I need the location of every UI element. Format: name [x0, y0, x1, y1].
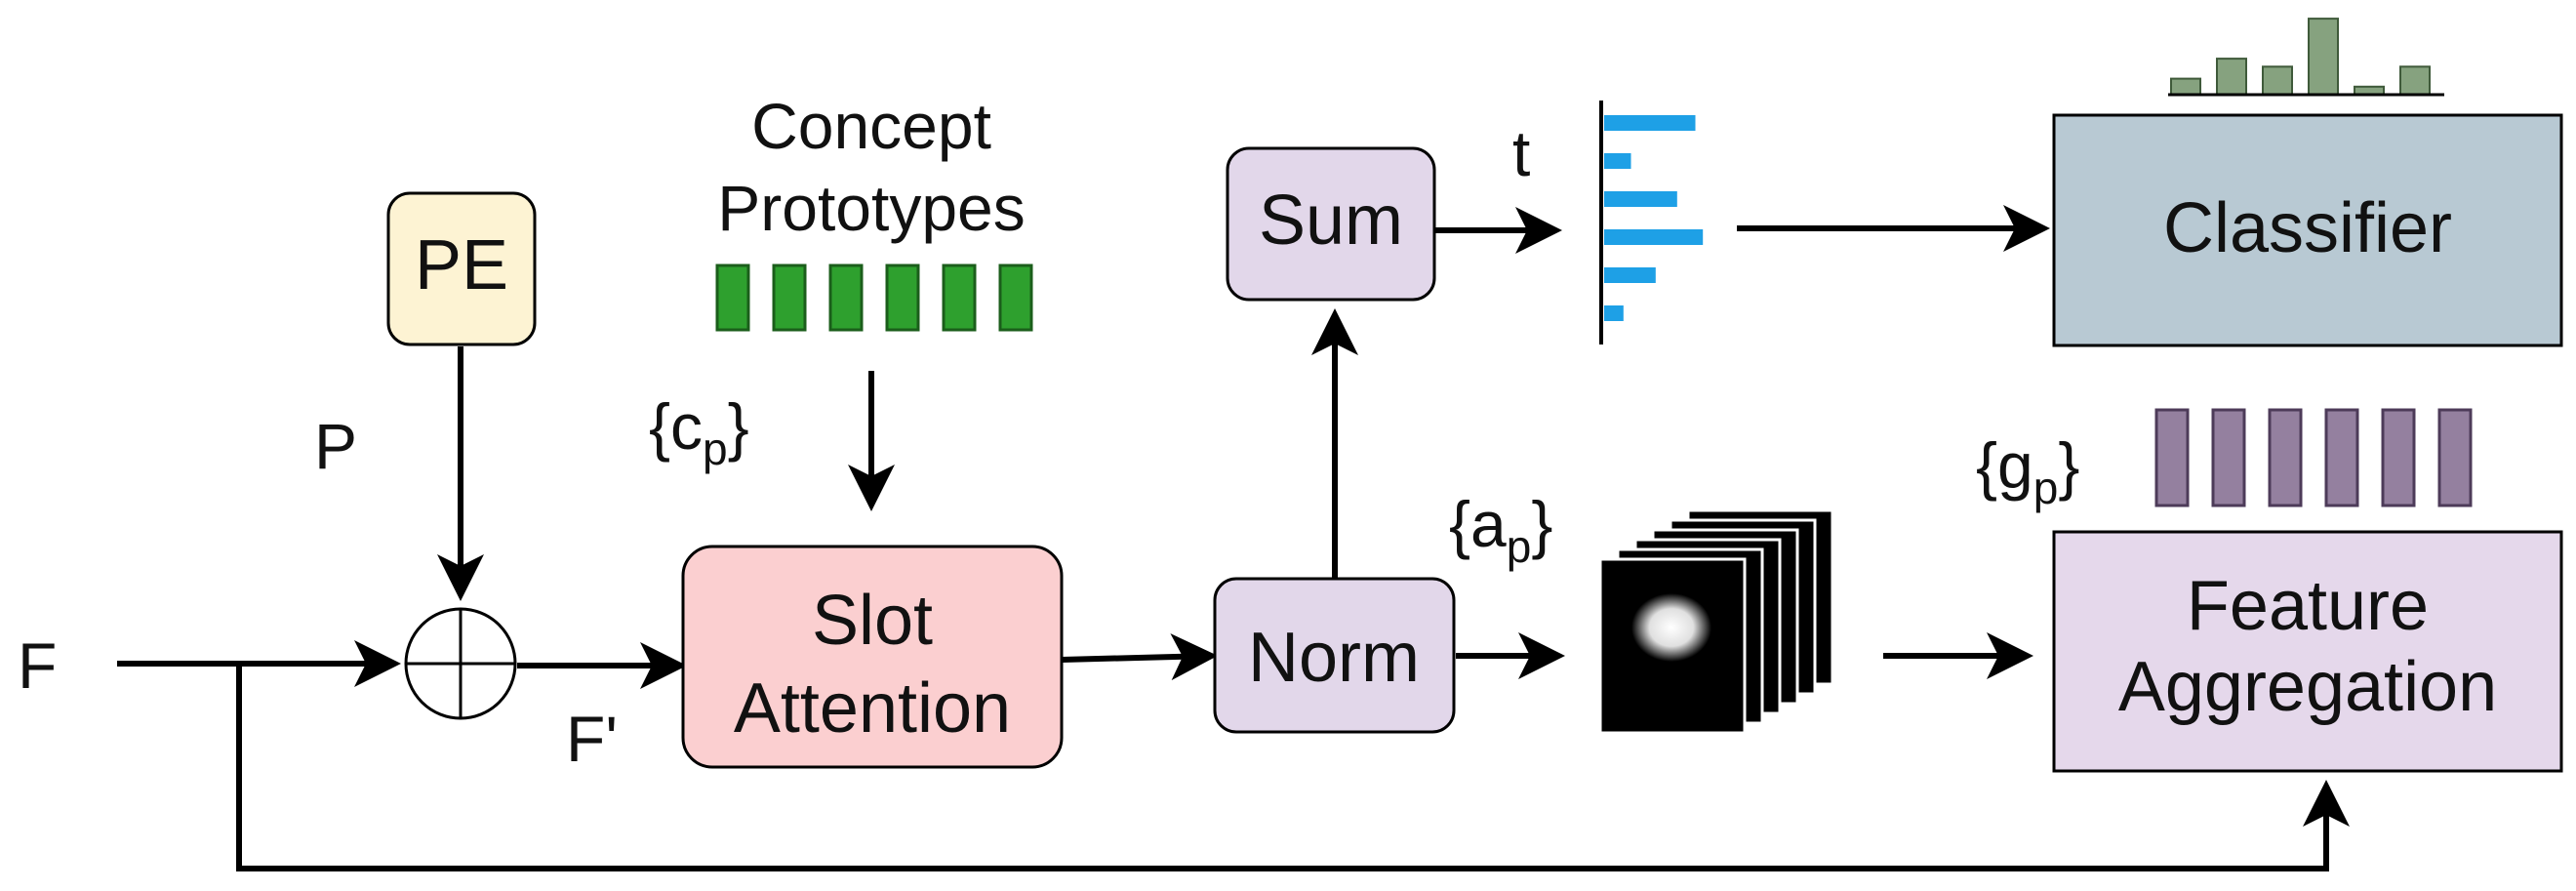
- slot-attention-line-2: Attention: [734, 669, 1011, 748]
- label-c-p: {cp}: [649, 390, 749, 474]
- norm-node: Norm: [1213, 577, 1456, 734]
- norm-label: Norm: [1248, 619, 1420, 697]
- score-bar: [1604, 191, 1677, 207]
- concept-prototype-block: [942, 263, 977, 332]
- score-bars: [1604, 115, 1704, 321]
- pe-node: PE: [386, 191, 537, 346]
- concept-prototype-block: [998, 263, 1033, 332]
- histogram-bar: [2216, 58, 2247, 96]
- arrow-skip-to-aggregation: [236, 664, 2350, 871]
- group-feature-block: [2211, 408, 2246, 507]
- classifier-node: Classifier: [2052, 113, 2563, 347]
- prediction-histogram: [2168, 18, 2444, 97]
- sum-node: Sum: [1226, 146, 1436, 302]
- label-g-p: {gp}: [1976, 429, 2079, 513]
- group-feature-block: [2437, 408, 2473, 507]
- attention-maps-stack: [1598, 508, 1834, 735]
- classifier-box: [2052, 113, 2563, 347]
- concept-prototype-block: [715, 263, 750, 332]
- attention-highlight: [1631, 593, 1711, 662]
- slot-attention-box: [681, 545, 1064, 769]
- group-feature-block: [2154, 408, 2190, 507]
- group-feature-blocks: [2154, 408, 2473, 507]
- arrow-slot-to-norm: [1061, 633, 1218, 681]
- pe-box: [386, 191, 537, 346]
- score-bar: [1604, 153, 1631, 169]
- histogram-bar: [2308, 18, 2339, 97]
- sum-box: [1226, 146, 1436, 302]
- sum-label: Sum: [1259, 182, 1403, 260]
- concept-prototype-block: [828, 263, 864, 332]
- group-feature-block: [2381, 408, 2416, 507]
- score-bar: [1604, 229, 1704, 245]
- feature-aggregation-line-2: Aggregation: [2118, 648, 2497, 726]
- feature-aggregation-node: Feature Aggregation: [2052, 530, 2563, 773]
- concept-prototype-blocks: [715, 263, 1033, 332]
- score-bar: [1604, 267, 1656, 283]
- slot-attention-node: Slot Attention: [681, 545, 1064, 769]
- concept-prototype-block: [885, 263, 920, 332]
- concept-prototypes-line-2: Prototypes: [717, 172, 1026, 244]
- score-bar: [1604, 305, 1624, 321]
- histogram-bar: [2399, 65, 2431, 97]
- concept-prototype-block: [772, 263, 807, 332]
- label-f: F: [18, 629, 57, 702]
- feature-aggregation-line-1: Feature: [2187, 567, 2429, 645]
- positional-add-operator: [404, 607, 517, 720]
- classifier-label: Classifier: [2163, 189, 2452, 267]
- label-a-p: {ap}: [1449, 488, 1552, 572]
- histogram-bar: [2262, 65, 2293, 97]
- label-f-prime: F': [566, 703, 618, 775]
- concept-score-chart: [1599, 101, 1704, 344]
- label-p: P: [314, 410, 357, 482]
- score-bar: [1604, 115, 1696, 131]
- group-feature-block: [2324, 408, 2359, 507]
- label-t: t: [1512, 117, 1530, 189]
- slot-attention-line-1: Slot: [812, 582, 933, 660]
- concept-prototypes-line-1: Concept: [751, 90, 991, 162]
- group-feature-block: [2268, 408, 2303, 507]
- feature-aggregation-box: [2052, 530, 2563, 773]
- edges: [117, 205, 2350, 871]
- histogram-bar: [2170, 77, 2201, 96]
- pe-label: PE: [415, 226, 508, 304]
- norm-box: [1213, 577, 1456, 734]
